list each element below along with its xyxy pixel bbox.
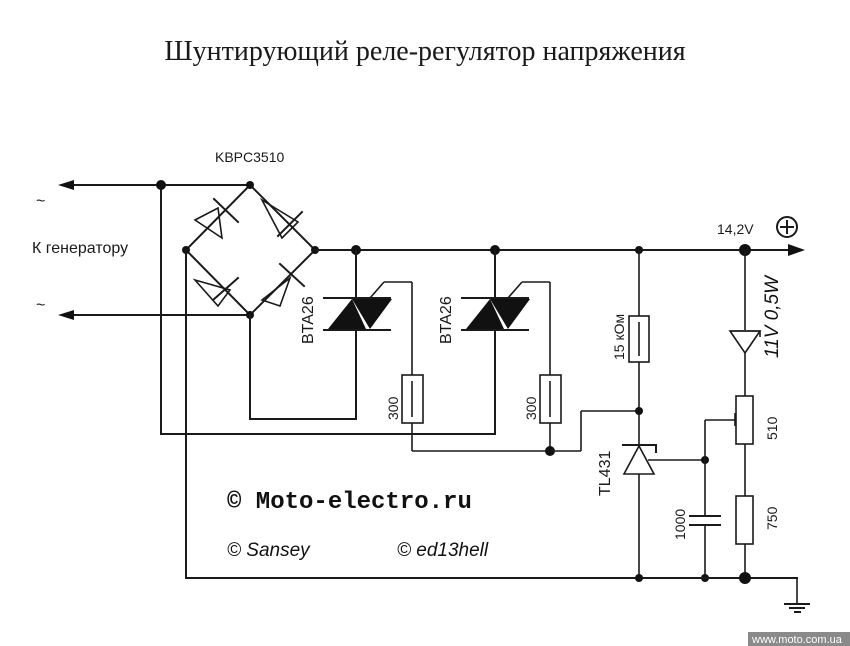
resistor-icon (735, 495, 754, 545)
diode-icon (260, 262, 306, 308)
diode-bridge (182, 181, 319, 319)
r-gate2-label: 300 (523, 396, 539, 420)
diagram-title: Шунтирующий реле-регулятор напряжения (164, 36, 685, 67)
triac2-label: BTA26 (438, 296, 455, 344)
watermark: www.moto.com.ua (751, 634, 843, 646)
ac-symbol-bottom: ~ (36, 297, 45, 314)
diode-icon (259, 197, 304, 240)
zener-icon (728, 330, 762, 355)
bridge-label: KBPC3510 (215, 149, 284, 165)
ac-symbol-top: ~ (36, 193, 45, 210)
cap-label: 1000 (672, 509, 688, 540)
triac-1 (323, 249, 550, 452)
triac-2 (461, 249, 562, 451)
site-credit: © Moto-electro.ru (227, 489, 472, 516)
plus-terminal-icon (776, 216, 798, 238)
arrow-left-icon (58, 180, 74, 190)
r-gate1-label: 300 (385, 396, 401, 420)
ground-icon (784, 603, 810, 613)
generator-label: К генератору (32, 240, 128, 257)
output-voltage-label: 14,2V (717, 221, 754, 237)
pot-label: 510 (764, 416, 780, 440)
potentiometer-icon (735, 395, 754, 445)
ac-input-top (58, 180, 251, 190)
r-bottom-label: 750 (764, 506, 780, 530)
author-credit-1: © Sansey (227, 540, 311, 561)
arrow-left-icon (58, 310, 74, 320)
ac-input-bottom (58, 310, 251, 320)
watermark-bg (748, 632, 850, 646)
diode-icon (192, 276, 240, 308)
r-top-label: 15 кОм (611, 314, 627, 360)
triac1-label: BTA26 (300, 296, 317, 344)
arrow-right-icon (788, 244, 805, 256)
author-credit-2: © ed13hell (397, 540, 489, 561)
tl431-label: TL431 (597, 451, 614, 496)
diode-icon (193, 197, 240, 240)
zener-label: 11V 0,5W (762, 274, 783, 358)
tl431-icon (622, 444, 705, 578)
